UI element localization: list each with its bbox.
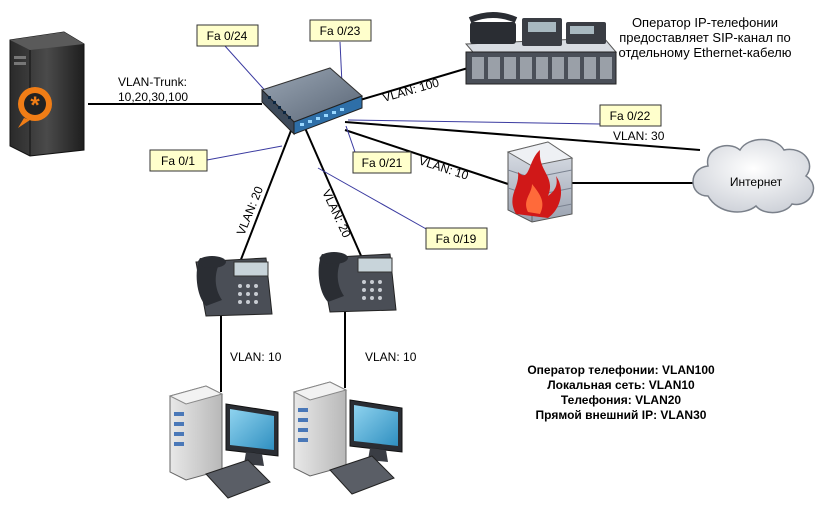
link-internet	[344, 121, 701, 151]
port-label-text: Fa 0/19	[436, 232, 477, 246]
leader-fa-0-23	[339, 41, 343, 85]
svg-text:*: *	[30, 92, 40, 119]
desktop-pc-icon	[168, 385, 279, 499]
trunk-label-title: VLAN-Trunk:	[118, 75, 187, 89]
link-label-pc2: VLAN: 10	[365, 350, 417, 364]
link-label-firewall: VLAN: 10	[417, 154, 470, 183]
asterisk-server-icon: *	[9, 31, 85, 157]
operator-note: Оператор IP-телефонии предоставляет SIP-…	[619, 15, 792, 60]
port-label-text: Fa 0/24	[207, 29, 248, 43]
link-label-phone1: VLAN: 20	[234, 184, 266, 237]
network-switch-icon	[261, 67, 363, 136]
port-label-text: Fa 0/23	[320, 24, 361, 38]
port-label-text: Fa 0/22	[610, 109, 651, 123]
legend-line-1: Оператор телефонии: VLAN100	[527, 363, 715, 377]
leader-fa-0-21	[345, 125, 356, 153]
legend-line-2: Локальная сеть: VLAN10	[547, 378, 695, 392]
port-label-fa-0-23: Fa 0/23	[309, 19, 372, 42]
port-leaders	[206, 41, 601, 231]
port-label-fa-0-1: Fa 0/1	[149, 149, 208, 172]
link-label-internet: VLAN: 30	[613, 129, 665, 143]
leader-fa-0-22	[347, 119, 601, 125]
ip-pbx-icon	[464, 12, 618, 85]
connections	[88, 67, 701, 392]
link-operator	[359, 67, 469, 101]
cloud-icon	[692, 138, 815, 214]
link-firewall	[344, 129, 509, 185]
operator-note-line-1: Оператор IP-телефонии	[632, 15, 778, 30]
link-label-phone2: VLAN: 20	[319, 187, 354, 240]
leader-fa-0-19	[317, 167, 429, 231]
cloud-label: Интернет	[730, 175, 783, 189]
trunk-label-vlans: 10,20,30,100	[118, 90, 188, 104]
legend-line-3: Телефония: VLAN20	[561, 393, 682, 407]
ip-phone-icon	[318, 252, 397, 313]
ip-phone-icon	[195, 256, 273, 317]
port-label-fa-0-21: Fa 0/21	[352, 151, 412, 174]
operator-note-line-3: отдельному Ethernet-кабелю	[619, 45, 792, 60]
firewall-icon	[506, 141, 574, 223]
port-label-fa-0-22: Fa 0/22	[599, 104, 662, 127]
vlan-legend: Оператор телефонии: VLAN100 Локальная се…	[527, 363, 715, 422]
link-phone1	[239, 127, 293, 263]
leader-fa-0-24	[224, 45, 271, 97]
leader-fa-0-1	[206, 145, 283, 161]
link-label-operator: VLAN: 100	[381, 75, 441, 105]
port-label-text: Fa 0/1	[161, 154, 195, 168]
legend-line-4: Прямой внешний IP: VLAN30	[536, 408, 707, 422]
link-label-pc1: VLAN: 10	[230, 350, 282, 364]
port-label-text: Fa 0/21	[362, 156, 403, 170]
operator-note-line-2: предоставляет SIP-канал по	[619, 30, 791, 45]
link-phone2	[304, 127, 363, 259]
desktop-pc-icon	[292, 381, 403, 495]
port-label-fa-0-24: Fa 0/24	[196, 24, 259, 47]
port-label-fa-0-19: Fa 0/19	[425, 227, 488, 250]
